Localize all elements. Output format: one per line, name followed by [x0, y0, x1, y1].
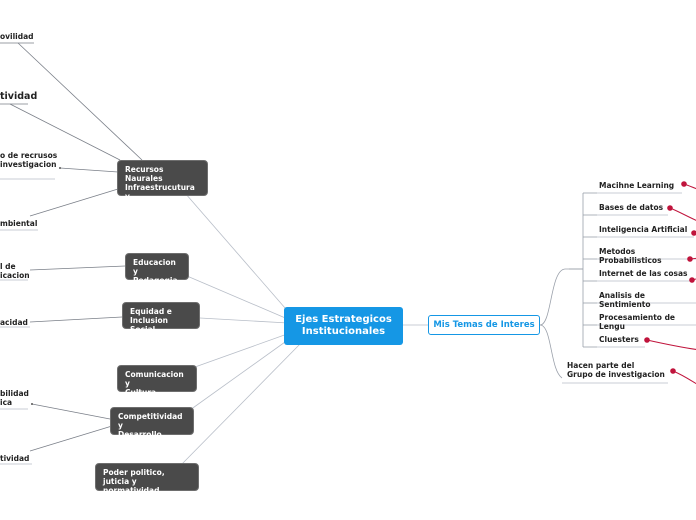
link-actividad — [9, 103, 121, 161]
subtopic-metodos-probabilisticos[interactable]: Metodos Probabilisticos — [599, 247, 662, 265]
topic-educacion-pedagogia[interactable]: Educacion y Pedagogia — [125, 253, 189, 285]
subtopic-internet-de-las-cosas[interactable]: Internet de las cosas — [599, 269, 688, 278]
link-central-educacion — [179, 272, 291, 321]
central-topic[interactable]: Ejes Estrategicos Institucionales — [284, 307, 403, 345]
topic-comunicacion-cultura[interactable]: Comunicacion y Cultura — [117, 365, 197, 397]
leaf-tividad[interactable]: tividad — [0, 454, 30, 463]
leaf-capacidad[interactable]: acidad — [0, 318, 28, 327]
relation-arrow-clu — [646, 339, 696, 350]
leaf-ambiental[interactable]: mbiental — [0, 219, 38, 228]
relation-dot[interactable] — [691, 230, 696, 236]
leaf-actividad[interactable]: tividad — [0, 91, 38, 102]
leaf-bilidad[interactable]: bilidad ica — [0, 389, 29, 407]
link-central-equidad — [199, 317, 289, 324]
link-recursos-inv — [59, 167, 119, 173]
link-mis-topics — [539, 268, 583, 326]
link-mis-hacen — [539, 324, 563, 379]
topic-poder-politico[interactable]: Poder politico, juticia y normatividad — [95, 463, 199, 495]
subtopic-inteligencia-artificial[interactable]: Inteligencia Artificial — [599, 225, 688, 234]
topic-mis-temas[interactable]: Mis Temas de Interes — [428, 315, 540, 335]
link-central-poder — [179, 341, 303, 467]
relation-arrow-grupo — [672, 370, 696, 385]
relation-dot[interactable] — [681, 181, 687, 187]
leaf-educacion[interactable]: l de icacion — [0, 262, 30, 280]
link-central-comunicacion — [194, 332, 291, 368]
link-central-recursos — [184, 192, 293, 317]
topic-equidad-inclusion[interactable]: Equidad e Inclusion Social — [122, 302, 200, 334]
subtopic-bases-de-datos[interactable]: Bases de datos — [599, 203, 664, 212]
relation-dot[interactable] — [644, 337, 650, 343]
subtopic-machine-learning[interactable]: Macihne Learning — [599, 181, 675, 190]
relation-dot[interactable] — [689, 277, 695, 283]
link-movilidad — [17, 42, 143, 161]
link-capacidad — [29, 316, 123, 323]
relation-dot[interactable] — [670, 368, 676, 374]
subtopic-clusters[interactable]: Cluesters — [599, 335, 639, 344]
leaf-recursos-investigacion[interactable]: o de recrusos investigacion — [0, 151, 58, 169]
subtopic-procesamiento-lenguaje[interactable]: Procesamiento de Lengu — [599, 313, 676, 331]
topic-competitividad-desarrollo[interactable]: Competitividad y Desarrollo — [110, 407, 194, 439]
subtopic-hacen-parte[interactable]: Hacen parte del Grupo de investigacion — [567, 361, 665, 379]
topic-recursos-naturales[interactable]: Recursos Naurales Infraestrucutura y Med… — [117, 160, 208, 210]
relation-arrow-bd — [669, 207, 696, 221]
relation-dot[interactable] — [667, 205, 673, 211]
link-ambiental — [29, 188, 119, 217]
link-central-competitividad — [189, 336, 293, 411]
leaf-movilidad[interactable]: ovilidad — [0, 32, 34, 41]
relation-dot[interactable] — [687, 256, 693, 262]
subtopic-analisis-sentimiento[interactable]: Analisis de Sentimiento — [599, 291, 651, 309]
link-educ-leaf — [29, 265, 126, 271]
link-tividad2 — [29, 425, 113, 452]
link-bilidad — [31, 403, 111, 420]
